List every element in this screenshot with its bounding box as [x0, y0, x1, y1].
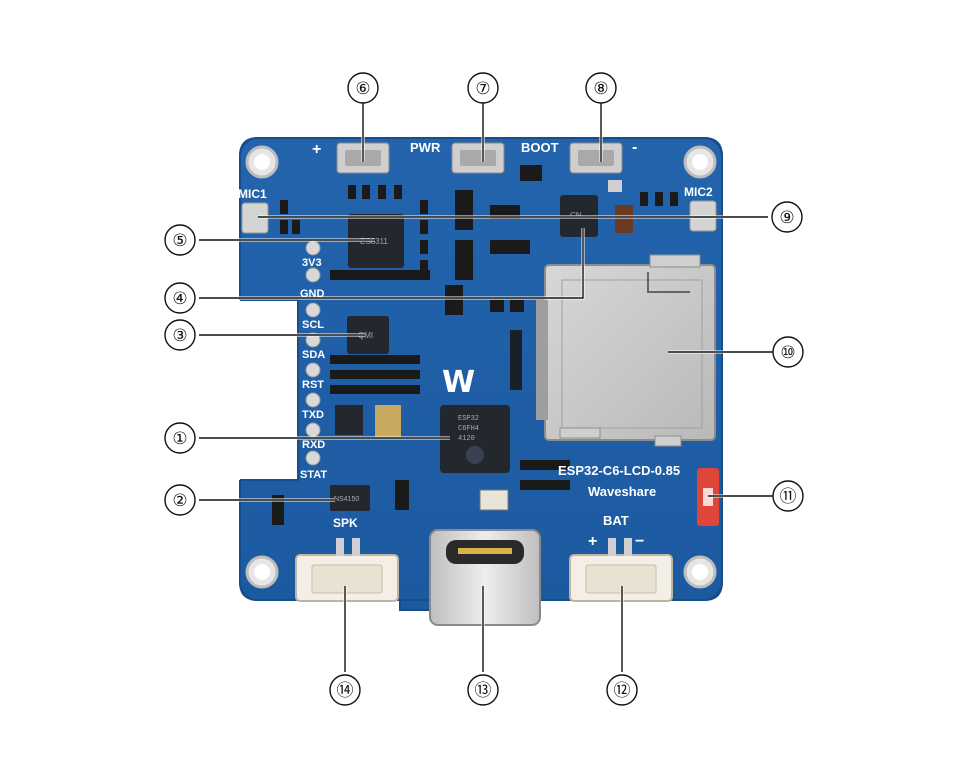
esp-text-2: C6FH4 [458, 425, 479, 433]
imu-text: QMI [358, 331, 373, 340]
minus-top-label: - [632, 139, 637, 156]
callout-14-label: ⑭ [337, 681, 354, 701]
pin-scl: SCL [302, 319, 324, 331]
callout-1: ① [164, 422, 196, 454]
smd-components [272, 165, 678, 525]
esp-text-1: ESP32 [458, 415, 479, 423]
callout-2-label: ② [172, 491, 187, 511]
waveshare-logo: W [442, 365, 475, 400]
bat-label: BAT [603, 513, 629, 528]
spk-label: SPK [333, 516, 358, 530]
callout-7-label: ⑦ [475, 79, 490, 99]
pwr-label: PWR [410, 140, 441, 155]
speaker-connector [295, 538, 399, 602]
esp32-chip [440, 405, 510, 473]
pin-3v3: 3V3 [302, 257, 322, 269]
top-buttons [336, 142, 623, 174]
pin-txd: TXD [302, 409, 324, 421]
callout-9-label: ⑨ [779, 208, 794, 228]
amp-chip [330, 485, 370, 511]
bat-minus: − [635, 533, 644, 550]
callout-2: ② [164, 484, 196, 516]
pin-rst: RST [302, 379, 324, 391]
plus-top-label: + [312, 141, 321, 158]
callout-14: ⑭ [329, 674, 361, 706]
callout-1-label: ① [172, 429, 187, 449]
mic1-label: MIC1 [238, 187, 267, 201]
callout-11-label: ⑪ [780, 487, 797, 507]
esp-text-3: 4120 [458, 435, 475, 443]
callout-8-label: ⑧ [593, 79, 608, 99]
callout-8: ⑧ [585, 72, 617, 104]
callout-13: ⑬ [467, 674, 499, 706]
usb-c-connector [429, 529, 541, 626]
board-brand-text: Waveshare [588, 484, 656, 499]
board-model-text: ESP32-C6-LCD-0.85 [558, 463, 680, 478]
callout-4: ④ [164, 282, 196, 314]
callout-13-label: ⑬ [475, 681, 492, 701]
battery-connector [569, 538, 673, 602]
callout-5-label: ⑤ [172, 231, 187, 251]
callout-lines-core [199, 102, 773, 672]
callout-12-label: ⑫ [614, 681, 631, 701]
callout-5: ⑤ [164, 224, 196, 256]
callout-4-label: ④ [172, 289, 187, 309]
pin-sda: SDA [302, 349, 325, 361]
callout-3: ③ [164, 319, 196, 351]
bat-plus: + [588, 533, 597, 550]
mic2-label: MIC2 [684, 185, 713, 199]
callout-11: ⑪ [772, 480, 804, 512]
audio-codec-chip [348, 214, 404, 268]
callout-6-label: ⑥ [355, 79, 370, 99]
callout-7: ⑦ [467, 72, 499, 104]
test-pads [305, 240, 321, 466]
pin-rxd: RXD [302, 439, 325, 451]
callout-3-label: ③ [172, 326, 187, 346]
mounting-holes [245, 145, 717, 589]
imu-chip [347, 316, 389, 354]
callout-9: ⑨ [771, 201, 803, 233]
callout-6: ⑥ [347, 72, 379, 104]
callout-10-label: ⑩ [780, 343, 795, 363]
boot-label: BOOT [521, 140, 559, 155]
pin-stat: STAT [300, 469, 327, 481]
amp-text: NS4150 [334, 496, 359, 503]
callout-12: ⑫ [606, 674, 638, 706]
callout-10: ⑩ [772, 336, 804, 368]
